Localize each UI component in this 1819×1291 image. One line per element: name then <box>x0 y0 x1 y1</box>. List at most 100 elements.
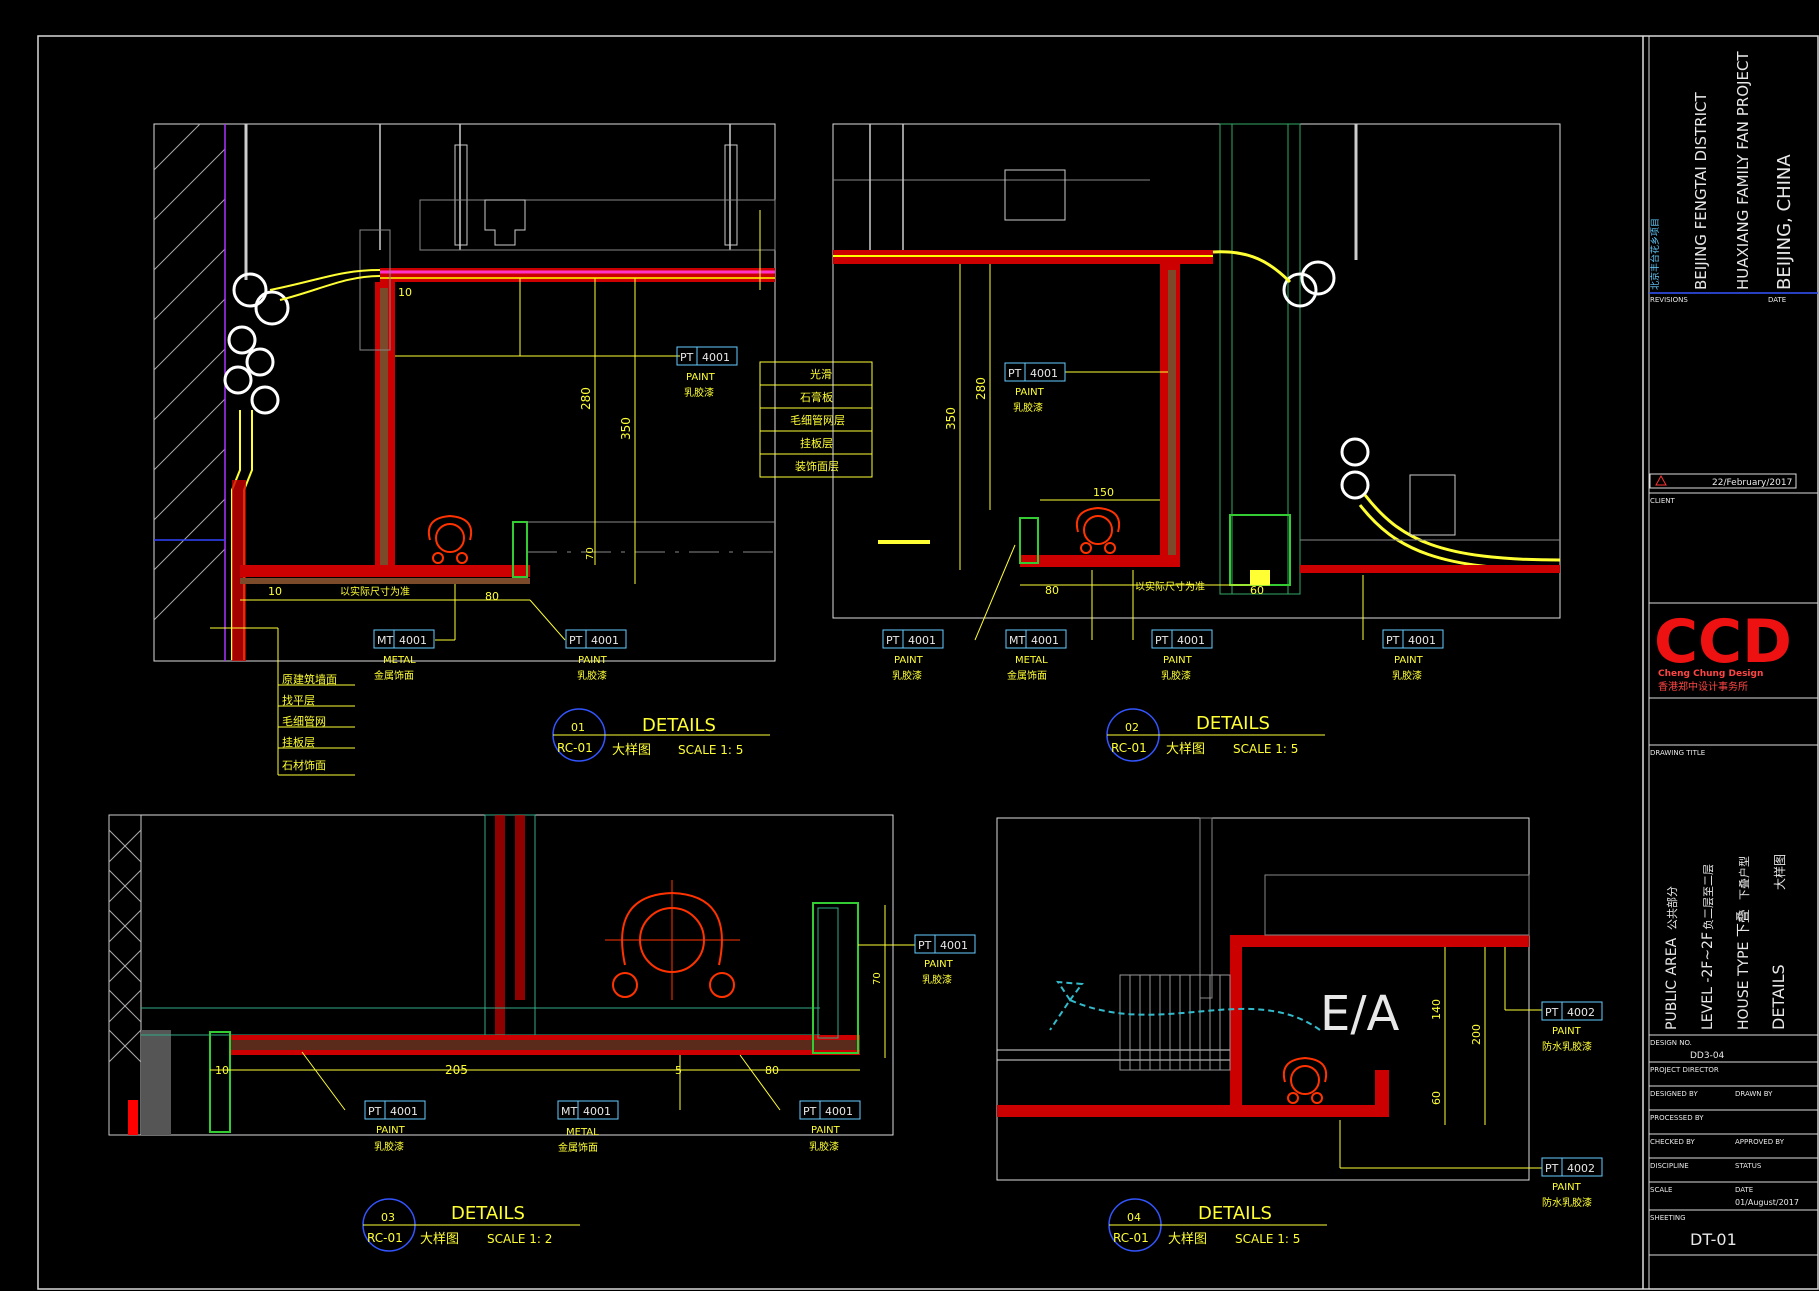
svg-text:石膏板: 石膏板 <box>800 390 833 404</box>
svg-text:280: 280 <box>974 377 988 400</box>
tag-d3-paint-mid: PT 4001 PAINT 乳胶漆 <box>739 1054 861 1153</box>
svg-text:03: 03 <box>381 1211 395 1224</box>
svg-text:PUBLIC AREA: PUBLIC AREA <box>1664 937 1680 1030</box>
svg-text:防水乳胶漆: 防水乳胶漆 <box>1542 1196 1592 1209</box>
svg-text:乳胶漆: 乳胶漆 <box>1392 669 1422 682</box>
svg-text:DATE: DATE <box>1768 296 1786 304</box>
ccd-logo: CCD Cheng Chung Design 香港郑中设计事务所 <box>1654 607 1792 693</box>
svg-text:乳胶漆: 乳胶漆 <box>922 973 952 986</box>
svg-text:APPROVED BY: APPROVED BY <box>1735 1138 1785 1146</box>
svg-text:毛细管网: 毛细管网 <box>282 714 326 728</box>
svg-text:PT: PT <box>918 939 932 952</box>
svg-text:METAL: METAL <box>1015 655 1048 666</box>
svg-text:DRAWN BY: DRAWN BY <box>1735 1090 1773 1098</box>
svg-text:SCALE 1: 5: SCALE 1: 5 <box>678 743 743 757</box>
svg-text:装饰面层: 装饰面层 <box>795 459 839 473</box>
svg-text:毛细管网层: 毛细管网层 <box>790 413 845 427</box>
svg-text:PT: PT <box>680 351 694 364</box>
svg-text:PAINT: PAINT <box>376 1125 406 1136</box>
svg-text:280: 280 <box>579 387 593 410</box>
tag-d2-metal: MT 4001 METAL 金属饰面 <box>1005 570 1093 682</box>
svg-text:以实际尺寸为准: 以实际尺寸为准 <box>340 585 410 598</box>
svg-text:CHECKED BY: CHECKED BY <box>1650 1138 1696 1146</box>
svg-text:80: 80 <box>485 590 499 603</box>
svg-text:4001: 4001 <box>1030 367 1058 380</box>
tag-d2-paint-3: PT 4001 PAINT 乳胶漆 <box>1362 575 1444 682</box>
svg-text:PAINT: PAINT <box>686 372 716 383</box>
svg-text:PAINT: PAINT <box>1163 655 1193 666</box>
detail-01-title: 01 RC-01 DETAILS 大样图 SCALE 1: 5 <box>552 708 770 762</box>
tag-d3-paint-left: PT 4001 PAINT 乳胶漆 <box>301 1051 426 1153</box>
svg-text:150: 150 <box>1093 486 1114 499</box>
svg-text:140: 140 <box>1430 999 1443 1020</box>
svg-text:10: 10 <box>268 585 282 598</box>
detail-03-title: 03 RC-01 DETAILS 大样图 SCALE 1: 2 <box>362 1198 580 1252</box>
svg-text:4002: 4002 <box>1567 1006 1595 1019</box>
svg-text:PT: PT <box>803 1105 817 1118</box>
svg-text:HUAXIANG FAMILY FAN PROJECT: HUAXIANG FAMILY FAN PROJECT <box>1734 51 1752 290</box>
svg-text:防水乳胶漆: 防水乳胶漆 <box>1542 1040 1592 1053</box>
svg-text:SCALE 1: 2: SCALE 1: 2 <box>487 1232 552 1246</box>
svg-text:DETAILS: DETAILS <box>1196 713 1270 734</box>
tag-d1-paint-bottom: PT 4001 PAINT 乳胶漆 <box>529 599 627 682</box>
svg-text:公共部分: 公共部分 <box>1665 886 1679 930</box>
svg-text:60: 60 <box>1250 584 1264 597</box>
svg-text:Cheng Chung Design: Cheng Chung Design <box>1658 669 1763 679</box>
svg-text:PAINT: PAINT <box>1552 1182 1582 1193</box>
tag-d4-waterproof-bottom: PT 4002 PAINT 防水乳胶漆 <box>1339 1120 1603 1209</box>
svg-text:5: 5 <box>675 1064 682 1077</box>
svg-text:DESIGN NO.: DESIGN NO. <box>1650 1039 1692 1047</box>
svg-text:石材饰面: 石材饰面 <box>282 758 326 772</box>
svg-text:DD3-04: DD3-04 <box>1690 1051 1725 1061</box>
svg-text:22/February/2017: 22/February/2017 <box>1712 478 1792 488</box>
tag-d4-waterproof-top: PT 4002 PAINT 防水乳胶漆 <box>1504 947 1603 1053</box>
svg-text:DT-01: DT-01 <box>1690 1230 1737 1249</box>
svg-text:北京丰台花乡项目: 北京丰台花乡项目 <box>1649 218 1661 290</box>
svg-text:80: 80 <box>765 1064 779 1077</box>
svg-text:PT: PT <box>368 1105 382 1118</box>
svg-text:205: 205 <box>445 1063 468 1077</box>
tag-d3-metal: MT 4001 METAL 金属饰面 <box>557 1055 681 1154</box>
title-block: 北京丰台花乡项目 BEIJING FENGTAI DISTRICT HUAXIA… <box>1642 36 1818 1289</box>
svg-text:大样图: 大样图 <box>420 1232 459 1247</box>
svg-text:PAINT: PAINT <box>1015 387 1045 398</box>
svg-text:乳胶漆: 乳胶漆 <box>1013 401 1043 414</box>
svg-text:PT: PT <box>886 634 900 647</box>
svg-text:RC-01: RC-01 <box>1113 1231 1149 1245</box>
svg-text:金属饰面: 金属饰面 <box>558 1141 598 1154</box>
svg-text:PAINT: PAINT <box>894 655 924 666</box>
tag-d3-paint-right: PT 4001 PAINT 乳胶漆 <box>858 934 976 986</box>
svg-text:下叠户型: 下叠户型 <box>1737 856 1751 900</box>
svg-text:以实际尺寸为准: 以实际尺寸为准 <box>1135 580 1205 593</box>
detail-01-drawing: 280 350 70 10 以实际尺寸为准 80 10 <box>153 123 776 662</box>
svg-text:大样图: 大样图 <box>1166 742 1205 757</box>
svg-text:SCALE 1: 5: SCALE 1: 5 <box>1233 742 1298 756</box>
svg-text:SCALE: SCALE <box>1650 1186 1672 1194</box>
layer-list-1: 光滑 石膏板 毛细管网层 挂板层 装饰面层 <box>759 361 873 478</box>
svg-text:10: 10 <box>398 286 412 299</box>
svg-text:金属饰面: 金属饰面 <box>1007 669 1047 682</box>
svg-text:80: 80 <box>1045 584 1059 597</box>
svg-text:DETAILS: DETAILS <box>451 1203 525 1224</box>
svg-text:大样图: 大样图 <box>1772 854 1787 890</box>
svg-text:PAINT: PAINT <box>924 959 954 970</box>
svg-text:大样图: 大样图 <box>1168 1232 1207 1247</box>
svg-text:REVISIONS: REVISIONS <box>1650 296 1688 304</box>
svg-text:CLIENT: CLIENT <box>1650 497 1676 505</box>
svg-text:4002: 4002 <box>1567 1162 1595 1175</box>
svg-text:香港郑中设计事务所: 香港郑中设计事务所 <box>1658 680 1748 693</box>
svg-text:PROJECT DIRECTOR: PROJECT DIRECTOR <box>1650 1066 1719 1074</box>
svg-text:BEIJING, CHINA: BEIJING, CHINA <box>1774 154 1795 290</box>
svg-text:PT: PT <box>1386 634 1400 647</box>
svg-text:MT: MT <box>1009 634 1025 647</box>
svg-text:METAL: METAL <box>383 655 416 666</box>
svg-text:E/A: E/A <box>1320 986 1400 1042</box>
sheet-border <box>37 35 1819 1290</box>
svg-text:MT: MT <box>561 1105 577 1118</box>
svg-text:METAL: METAL <box>566 1127 599 1138</box>
svg-text:DRAWING TITLE: DRAWING TITLE <box>1650 749 1705 757</box>
svg-text:70: 70 <box>872 972 883 985</box>
svg-text:70: 70 <box>585 547 596 560</box>
svg-text:CCD: CCD <box>1654 607 1792 677</box>
svg-text:4001: 4001 <box>908 634 936 647</box>
